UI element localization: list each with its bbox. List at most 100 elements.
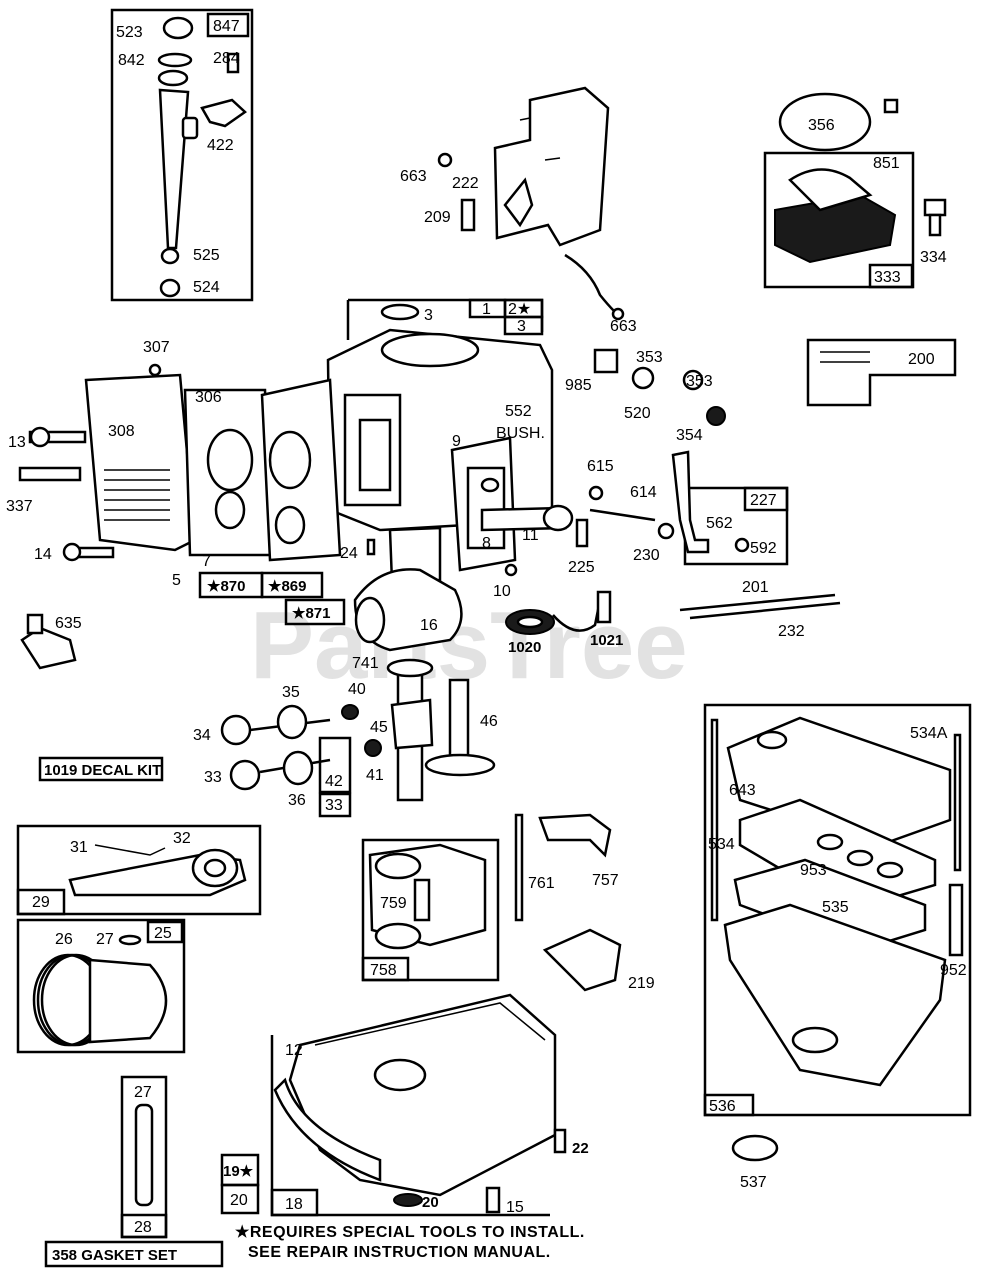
part-label: 5 — [172, 572, 181, 589]
part-label: 225 — [568, 559, 595, 576]
part-label: 562 — [706, 515, 733, 532]
part-219 — [542, 928, 622, 992]
part-label: 663 — [610, 318, 637, 335]
part-label: 307 — [143, 339, 170, 356]
part-label: 520 — [624, 405, 651, 422]
part-label: 22 — [572, 1140, 589, 1157]
part-label: 536 — [709, 1098, 736, 1115]
air-cleaner-group: 536 534A 643 534 953 535 952 537 — [703, 703, 972, 1191]
part-label: 219 — [628, 975, 655, 992]
gasket-strip-group: 27 28 358 GASKET SET — [44, 1075, 224, 1268]
part-label: 35 — [282, 684, 300, 701]
part-label: 308 — [108, 423, 135, 440]
part-label: 758 — [370, 962, 397, 979]
part-label: 524 — [193, 279, 220, 296]
dipstick-box — [110, 8, 254, 302]
part-label: 227 — [750, 492, 777, 509]
valve-33 — [229, 759, 261, 791]
part-label: BUSH. — [496, 425, 545, 442]
part-label: 953 — [800, 862, 827, 879]
part-label: 337 — [6, 498, 33, 515]
part-label: 663 — [400, 168, 427, 185]
decal-kit-label: 1019 DECAL KIT — [44, 762, 161, 779]
part-label: 40 — [348, 681, 366, 698]
part-label: 635 — [55, 615, 82, 632]
part-label: 985 — [565, 377, 592, 394]
part-label: 761 — [528, 875, 555, 892]
oil-base-group: 18 12 22 20 15 19★ 20 — [220, 993, 589, 1217]
part-label: 10 — [493, 583, 511, 600]
part-label: 200 — [908, 351, 935, 368]
part-label: 15 — [506, 1199, 524, 1216]
part-label: 534 — [708, 836, 735, 853]
part-label: 353 — [686, 373, 713, 390]
part-label: 45 — [370, 719, 388, 736]
part-label: 1021 — [590, 632, 623, 649]
part-label: 9 — [452, 433, 461, 450]
part-label: 27 — [134, 1084, 152, 1101]
wire-356 — [778, 92, 872, 152]
part-label: 41 — [366, 767, 384, 784]
part-label: 523 — [116, 24, 143, 41]
part-label: 741 — [352, 655, 379, 672]
part-label: 525 — [193, 247, 220, 264]
part-label: 230 — [633, 547, 660, 564]
part-label: 354 — [676, 427, 703, 444]
part-label: 643 — [729, 782, 756, 799]
part-label: 24 — [340, 545, 358, 562]
part-label: 552 — [505, 403, 532, 420]
valve-camshaft-group: 741 45 46 35 40 34 33 36 41 42 33 1019 D… — [38, 655, 498, 818]
part-label: 3 — [517, 318, 526, 335]
part-label: 16 — [420, 617, 438, 634]
oil-base — [288, 993, 557, 1197]
dipstick-assembly: 847 523 842 284 422 525 524 — [110, 8, 254, 302]
part-label: 537 — [740, 1174, 767, 1191]
part-label: 42 — [325, 773, 343, 790]
part-label: ★870 — [207, 578, 245, 595]
part-label: 1 — [482, 301, 491, 318]
pushrod-761 — [514, 813, 524, 922]
part-label: 757 — [592, 872, 619, 889]
governor-lever — [671, 450, 710, 554]
part-label: 1020 — [508, 639, 541, 656]
box-847-label: 847 — [213, 18, 240, 35]
bracket-422 — [200, 98, 247, 128]
part-label: 2★ — [508, 301, 531, 318]
part-label: 28 — [134, 1219, 152, 1236]
part-label: 19★ — [223, 1163, 254, 1180]
air-filter — [738, 798, 937, 912]
armature-group: 356 333 851 334 — [763, 92, 947, 289]
part-label: 13 — [8, 434, 26, 451]
part-label: 20 — [230, 1192, 248, 1209]
note-line-1: ★REQUIRES SPECIAL TOOLS TO INSTALL. — [235, 1224, 585, 1241]
air-cleaner-base — [723, 903, 947, 1087]
valve-34 — [220, 714, 252, 746]
part-label: 759 — [380, 895, 407, 912]
part-label: 32 — [173, 830, 191, 847]
cylinder-head-308 — [84, 373, 197, 552]
rocker-757 — [538, 813, 612, 858]
part-label: 33 — [204, 769, 222, 786]
part-label: 27 — [96, 931, 114, 948]
gasket-set-label: 358 GASKET SET — [52, 1247, 177, 1264]
part-label: ★871 — [292, 605, 330, 622]
part-label: 356 — [808, 117, 835, 134]
part-label: ★869 — [268, 578, 306, 595]
part-label: 615 — [587, 458, 614, 475]
part-label: 535 — [822, 899, 849, 916]
part-label: 26 — [55, 931, 73, 948]
part-label: 46 — [480, 713, 498, 730]
box-847 — [206, 12, 250, 38]
armature-box — [763, 151, 915, 289]
part-label: 592 — [750, 540, 777, 557]
part-label: 952 — [940, 962, 967, 979]
part-label: 34 — [193, 727, 211, 744]
part-label: 18 — [285, 1196, 303, 1213]
part-label: 11 — [522, 527, 539, 544]
part-label: 209 — [424, 209, 451, 226]
part-label: 306 — [195, 389, 222, 406]
part-label: 842 — [118, 52, 145, 69]
part-label: 201 — [742, 579, 769, 596]
part-label: 284 — [213, 50, 240, 67]
